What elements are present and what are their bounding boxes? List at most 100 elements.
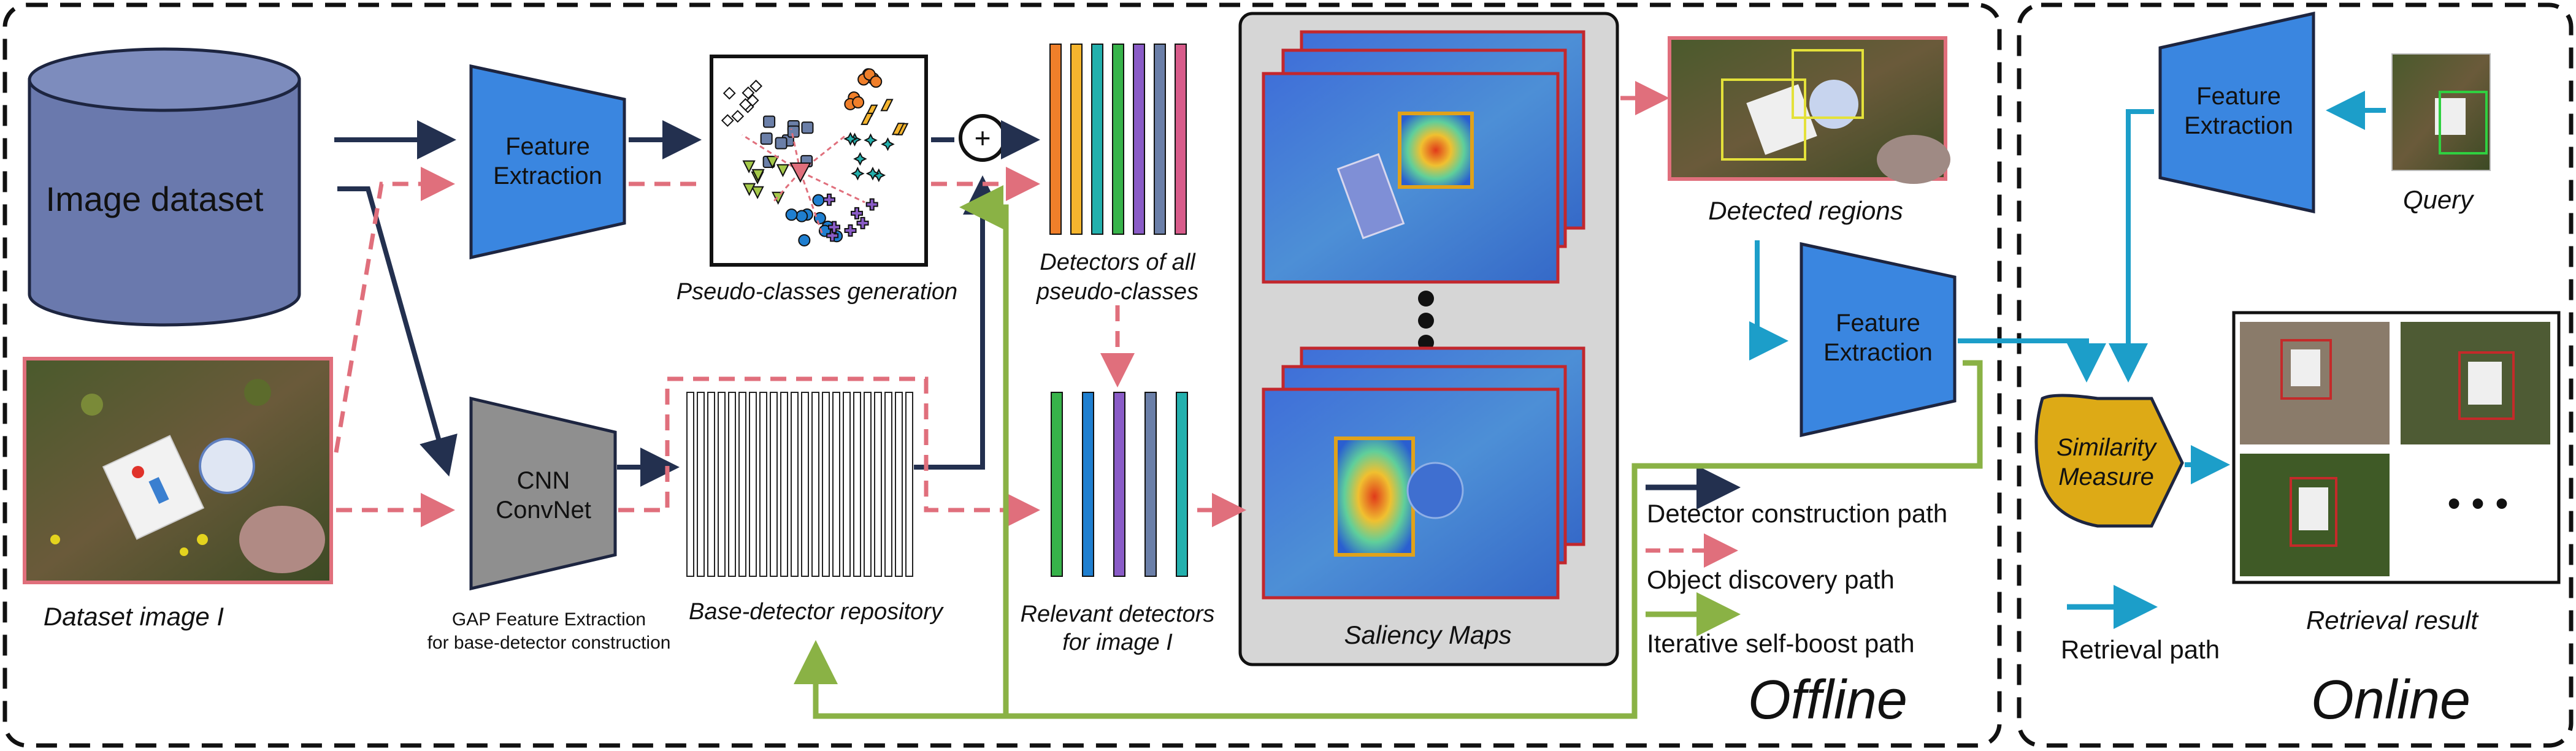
relevant-detector-stripe [1176, 392, 1188, 577]
pseudo-classes-caption: Pseudo-classes generation [677, 279, 957, 305]
base-detector [874, 392, 882, 577]
scatter-point [742, 86, 755, 99]
base-detector [759, 392, 767, 577]
scatter-point [843, 132, 857, 146]
legend-detector-path: Detector construction path [1647, 499, 1947, 528]
scatter-point [852, 96, 865, 109]
base-detector [832, 392, 840, 577]
relevant-detectors-caption-line2: for image I [1062, 630, 1173, 655]
saliency-maps-caption: Saliency Maps [1344, 620, 1511, 649]
scatter-point [801, 121, 814, 134]
scatter-point [775, 137, 788, 150]
scatter-point [731, 110, 745, 123]
base-detector [884, 392, 892, 577]
online-title: Online [2311, 669, 2471, 731]
scatter-point [723, 86, 736, 100]
cluster-spoke [742, 134, 801, 173]
ellipsis-dots [1418, 291, 1434, 351]
offline-title: Offline [1748, 669, 1907, 731]
scatter-point [851, 166, 865, 181]
dataset-image [23, 357, 333, 584]
scatter-point [861, 112, 874, 125]
base-detector [791, 392, 799, 577]
feature-extraction-top-line2: Extraction [493, 162, 602, 189]
scatter-point [828, 221, 841, 234]
base-detector [780, 392, 788, 577]
saliency-stack-top [1262, 30, 1585, 284]
detector-stripe [1175, 44, 1187, 235]
base-detector [738, 392, 746, 577]
image-dataset-cylinder: Image dataset [28, 47, 301, 327]
scatter-point [891, 123, 905, 135]
scatter-point [746, 94, 759, 107]
base-detector [718, 392, 726, 577]
cluster-spoke [790, 128, 802, 172]
scatter-point [865, 166, 880, 181]
base-detector [770, 392, 778, 577]
detectors-all-caption-line1: Detectors of all [1040, 250, 1196, 275]
scatter-point [826, 229, 839, 242]
retrieval-thumb-2 [2401, 322, 2550, 444]
scatter-point [864, 133, 878, 147]
cluster-spoke [800, 170, 865, 204]
relevant-detector-stripe [1144, 392, 1157, 577]
scatter-point [865, 198, 878, 211]
gap-note-line2: for base-detector construction [427, 633, 671, 653]
scatter-point [743, 183, 756, 196]
detector-stripe [1133, 44, 1145, 235]
cluster-center-marker [789, 162, 811, 183]
self-boost-arrows [794, 185, 1983, 719]
detector-stripe [1091, 44, 1103, 235]
cluster-spoke [799, 171, 823, 234]
online-section-frame [2017, 2, 2574, 748]
detectors-all-pseudo-classes [1049, 44, 1187, 235]
detected-regions-image [1668, 36, 1950, 184]
feature-extraction-block-top: Feature Extraction [469, 64, 626, 260]
scatter-point [742, 160, 756, 173]
scatter-point [881, 137, 895, 151]
retrieval-thumb-3 [2240, 454, 2390, 576]
relevant-detector-stripe [1082, 392, 1094, 577]
scatter-point [751, 186, 764, 199]
summation-symbol: + [975, 122, 991, 154]
relevant-detectors [1051, 392, 1188, 577]
query-image [2391, 53, 2491, 171]
saliency-stack-bottom [1262, 346, 1585, 600]
base-detector [728, 392, 736, 577]
cnn-label-line2: ConvNet [496, 497, 591, 524]
detector-stripe [1070, 44, 1083, 235]
legend-selfboost-path: Iterative self-boost path [1647, 629, 1915, 658]
feature-extraction-online-line1: Feature [2196, 83, 2281, 110]
cluster-spoke [772, 170, 802, 204]
relevant-detector-stripe [1113, 392, 1125, 577]
similarity-label-line1: Similarity [2057, 434, 2158, 461]
legend-retrieval-path: Retrieval path [2061, 635, 2220, 664]
scatter-point [798, 234, 811, 246]
pseudo-class-clusters [721, 68, 909, 246]
dataset-image-caption: Dataset image I [44, 602, 224, 631]
base-detector [864, 392, 872, 577]
scatter-point [812, 194, 825, 207]
similarity-label-line2: Measure [2058, 463, 2154, 490]
scatter-point [853, 151, 867, 166]
relevant-detectors-caption-line1: Relevant detectors [1021, 601, 1215, 627]
legend: Detector construction path Object discov… [1646, 465, 2220, 664]
scatter-point [822, 193, 835, 206]
detectors-all-caption-line2: pseudo-classes [1036, 279, 1198, 305]
base-detector [811, 392, 819, 577]
base-detector [905, 392, 913, 577]
detected-regions-caption: Detected regions [1708, 196, 1903, 225]
scatter-point [765, 156, 780, 169]
query-caption: Query [2403, 185, 2475, 214]
scatter-point [844, 224, 857, 237]
scatter-point [749, 79, 763, 93]
retrieval-result-caption: Retrieval result [2306, 606, 2479, 635]
base-detector [686, 392, 694, 577]
base-detector [697, 392, 705, 577]
scatter-point [760, 132, 773, 145]
image-dataset-label: Image dataset [46, 180, 264, 218]
legend-discovery-path: Object discovery path [1647, 565, 1895, 594]
gap-note-line1: GAP Feature Extraction [452, 609, 646, 630]
base-detector [749, 392, 757, 577]
